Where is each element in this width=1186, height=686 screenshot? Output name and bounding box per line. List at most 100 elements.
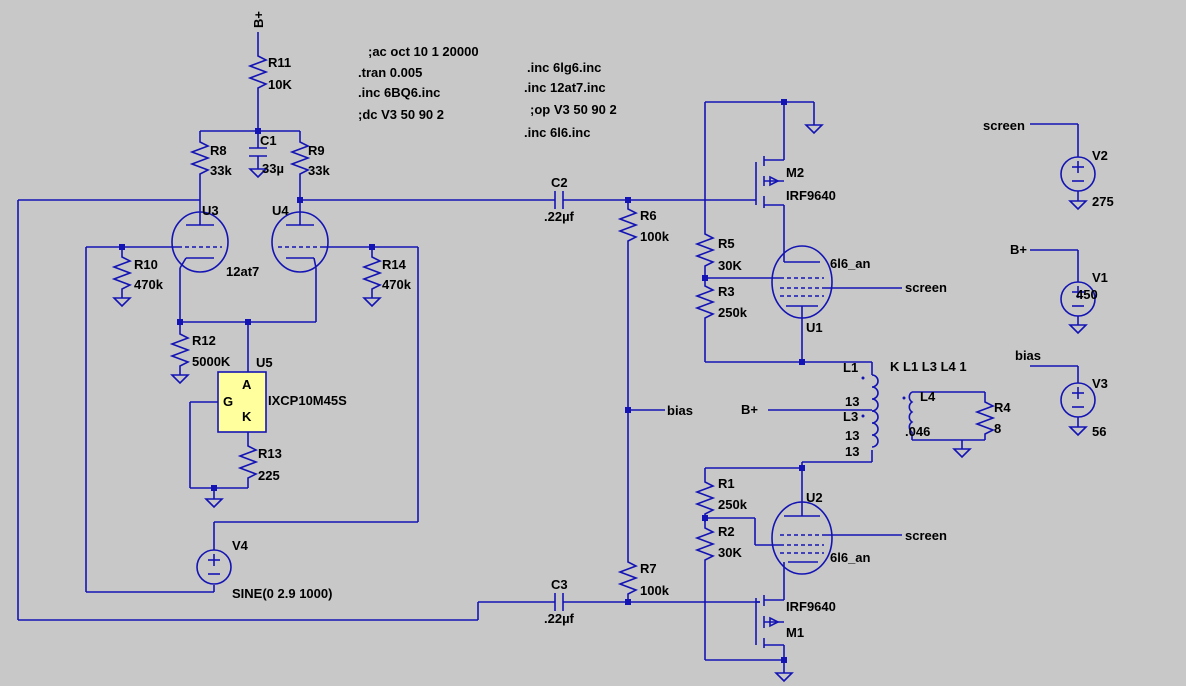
r8-value: 33k xyxy=(210,163,232,178)
resistor-r10 xyxy=(111,253,133,293)
resistor-r8 xyxy=(189,138,211,178)
m2-value: IRF9640 xyxy=(786,188,836,203)
c3-value: .22µf xyxy=(544,611,575,626)
r4-value: 8 xyxy=(994,421,1001,436)
u1-value: 6l6_an xyxy=(830,256,871,271)
directive-coupling: K L1 L3 L4 1 xyxy=(890,359,967,374)
r1-name: R1 xyxy=(718,476,735,491)
mosfet-m2 xyxy=(705,156,784,208)
net-label-bias-mid: bias xyxy=(667,403,693,418)
r3-name: R3 xyxy=(718,284,735,299)
r12-name: R12 xyxy=(192,333,216,348)
directive-dc: ;dc V3 50 90 2 xyxy=(358,107,444,122)
l4-name: L4 xyxy=(920,389,936,404)
r14-value: 470k xyxy=(382,277,412,292)
net-label-screen-u1: screen xyxy=(905,280,947,295)
u5-pin-k: K xyxy=(242,409,252,424)
resistor-r7 xyxy=(617,558,639,598)
m2-name: M2 xyxy=(786,165,804,180)
resistor-r6 xyxy=(617,205,639,245)
net-label-screen-v2: screen xyxy=(983,118,1025,133)
l3-value-2: 13 xyxy=(845,444,859,459)
resistor-r9 xyxy=(289,138,311,178)
resistor-r3 xyxy=(694,282,716,322)
tubes xyxy=(171,211,833,575)
c2-value: .22µf xyxy=(544,209,575,224)
m1-value: IRF9640 xyxy=(786,599,836,614)
u5-block xyxy=(217,371,267,433)
v3-value: 56 xyxy=(1092,424,1106,439)
r7-value: 100k xyxy=(640,583,670,598)
v1-name: V1 xyxy=(1092,270,1108,285)
l1-name: L1 xyxy=(843,360,858,375)
capacitors xyxy=(249,147,564,611)
u5-value: IXCP10M45S xyxy=(268,393,347,408)
r8-name: R8 xyxy=(210,143,227,158)
r6-name: R6 xyxy=(640,208,657,223)
net-label-bias-v3: bias xyxy=(1015,348,1041,363)
net-label-bplus-top: B+ xyxy=(251,11,266,28)
r2-value: 30K xyxy=(718,545,742,560)
u1-name: U1 xyxy=(806,320,823,335)
tube-u4 xyxy=(271,211,329,273)
resistor-r11 xyxy=(247,52,269,92)
net-label-bplus-mid: B+ xyxy=(741,402,758,417)
labels: ;ac oct 10 1 20000 .tran 0.005 .inc 6BQ6… xyxy=(134,11,1114,640)
l3-value: 13 xyxy=(845,428,859,443)
r9-name: R9 xyxy=(308,143,325,158)
u5-pin-g: G xyxy=(223,394,233,409)
r11-value: 10K xyxy=(268,77,292,92)
tube-u2 xyxy=(771,501,833,575)
c2-name: C2 xyxy=(551,175,568,190)
u3-value: 12at7 xyxy=(226,264,259,279)
net-label-bplus-v1: B+ xyxy=(1010,242,1027,257)
tube-u3 xyxy=(171,211,229,273)
v3-name: V3 xyxy=(1092,376,1108,391)
r4-name: R4 xyxy=(994,400,1011,415)
r7-name: R7 xyxy=(640,561,657,576)
net-label-screen-u2: screen xyxy=(905,528,947,543)
resistor-r12 xyxy=(169,330,191,370)
r10-value: 470k xyxy=(134,277,164,292)
r5-name: R5 xyxy=(718,236,735,251)
l4-value: .046 xyxy=(905,424,930,439)
u2-value: 6l6_an xyxy=(830,550,871,565)
r10-name: R10 xyxy=(134,257,158,272)
v2-value: 275 xyxy=(1092,194,1114,209)
r2-name: R2 xyxy=(718,524,735,539)
l3-name: L3 xyxy=(843,409,858,424)
v4-value: SINE(0 2.9 1000) xyxy=(232,586,332,601)
l1-value: 13 xyxy=(845,394,859,409)
r9-value: 33k xyxy=(308,163,330,178)
resistor-r13 xyxy=(237,442,259,482)
r14-name: R14 xyxy=(382,257,407,272)
u2-name: U2 xyxy=(806,490,823,505)
r13-name: R13 xyxy=(258,446,282,461)
directive-inc-6lg6: .inc 6lg6.inc xyxy=(527,60,601,75)
resistor-r1 xyxy=(694,478,716,518)
mosfets xyxy=(705,156,784,648)
c1-name: C1 xyxy=(260,133,277,148)
resistor-r14 xyxy=(361,253,383,293)
resistors xyxy=(111,52,996,598)
r1-value: 250k xyxy=(718,497,748,512)
transformer xyxy=(861,374,914,448)
r12-value: 5000K xyxy=(192,354,231,369)
resistor-r2 xyxy=(694,524,716,564)
m1-name: M1 xyxy=(786,625,804,640)
v1-value: 450 xyxy=(1076,287,1098,302)
mosfet-m1 xyxy=(755,595,784,648)
u5-pin-a: A xyxy=(242,377,252,392)
resistor-r5 xyxy=(694,230,716,278)
directive-tran: .tran 0.005 xyxy=(358,65,422,80)
v4-name: V4 xyxy=(232,538,249,553)
directive-inc-6bq6: .inc 6BQ6.inc xyxy=(358,85,440,100)
r11-name: R11 xyxy=(268,55,291,70)
wires xyxy=(17,32,1079,668)
c3-name: C3 xyxy=(551,577,568,592)
directive-inc-12at7: .inc 12at7.inc xyxy=(524,80,606,95)
directive-inc-6l6: .inc 6l6.inc xyxy=(524,125,590,140)
u4-name: U4 xyxy=(272,203,289,218)
resistor-r4 xyxy=(974,398,996,438)
